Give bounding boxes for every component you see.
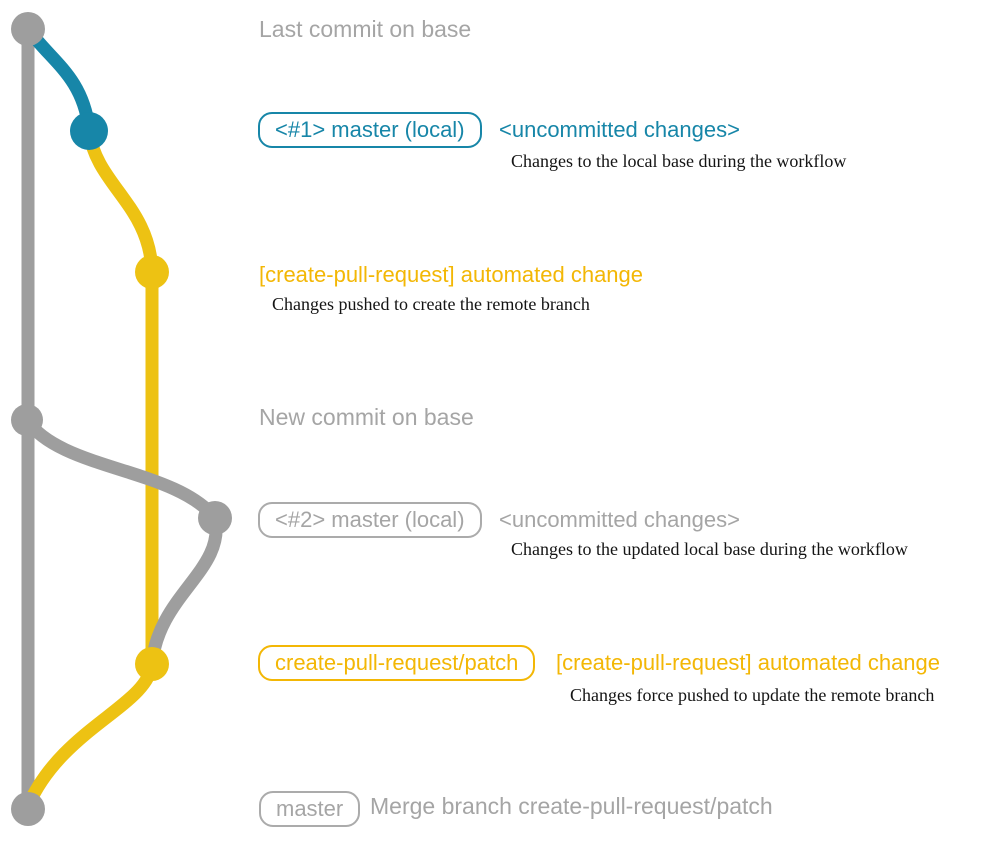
desc-local-base-changes-1: Changes to the local base during the wor…	[511, 151, 847, 171]
label-new-commit-on-base: New commit on base	[259, 404, 474, 430]
edge-local-changes	[21, 22, 96, 135]
desc-push-create-remote-branch: Changes pushed to create the remote bran…	[272, 294, 590, 314]
label-merge-branch: Merge branch create-pull-request/patch	[370, 793, 773, 819]
label-last-commit-on-base: Last commit on base	[259, 16, 472, 42]
node-new-commit-on-base	[11, 404, 43, 436]
edge-merge-patch	[21, 657, 159, 813]
node-merge-commit	[11, 792, 45, 826]
node-last-commit-on-base	[11, 12, 45, 46]
heading-automated-change-2: [create-pull-request] automated change	[556, 650, 941, 675]
badge-master-local-2: <#2> master (local)	[258, 502, 482, 538]
badge-master-local-1: <#1> master (local)	[258, 112, 482, 148]
heading-uncommitted-changes-1: <uncommitted changes>	[499, 117, 740, 142]
node-automated-change-2	[135, 647, 169, 681]
desc-force-push-update-remote-branch: Changes force pushed to update the remot…	[570, 685, 935, 705]
heading-uncommitted-changes-2: <uncommitted changes>	[499, 507, 740, 532]
desc-local-base-changes-2: Changes to the updated local base during…	[511, 539, 908, 559]
badge-master: master	[259, 791, 361, 827]
node-automated-change-1	[135, 255, 169, 289]
badge-create-pull-request-patch: create-pull-request/patch	[258, 645, 536, 681]
node-uncommitted-2	[198, 501, 232, 535]
edge-patch-branch	[82, 124, 159, 671]
node-uncommitted-1	[70, 112, 108, 150]
edge-rebase-local	[20, 413, 223, 671]
heading-automated-change-1: [create-pull-request] automated change	[259, 262, 644, 287]
